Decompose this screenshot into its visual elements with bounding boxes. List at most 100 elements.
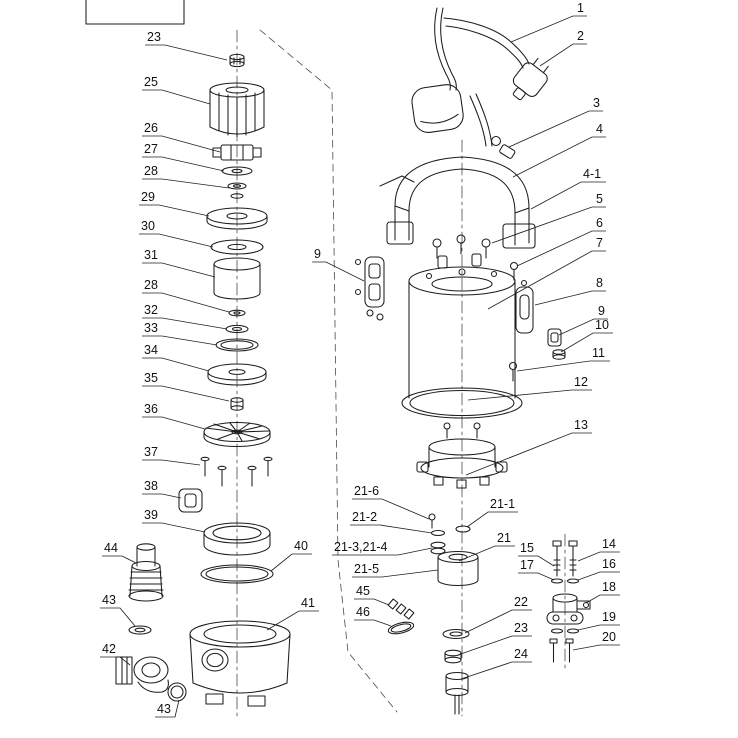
part-label-n21-1: 21-1 <box>490 497 515 511</box>
part-label-n37: 37 <box>144 445 158 459</box>
leader-line-n24 <box>460 661 532 680</box>
part-label-n21-5: 21-5 <box>354 562 379 576</box>
part-label-n9l: 9 <box>314 247 321 261</box>
part-label-n28a: 28 <box>144 164 158 178</box>
part-label-n27: 27 <box>144 142 158 156</box>
part-label-n20: 20 <box>602 630 616 644</box>
leader-line-n29 <box>139 204 210 217</box>
part-21-6-screw <box>428 513 436 529</box>
part-9-clip-right <box>547 328 562 347</box>
part-20-screw-b <box>565 638 574 663</box>
leader-line-n11 <box>516 360 610 372</box>
part-27-washer <box>221 166 253 176</box>
leader-line-n17 <box>518 572 555 581</box>
part-label-n45: 45 <box>356 584 370 598</box>
part-44-hose-adaptor <box>128 543 164 602</box>
part-18-fitting <box>546 593 591 625</box>
part-label-n38: 38 <box>144 479 158 493</box>
part-label-n14: 14 <box>602 537 616 551</box>
part-label-n26: 26 <box>144 121 158 135</box>
part-label-n19: 19 <box>602 610 616 624</box>
leader-line-n4 <box>512 136 606 178</box>
part-21-3-ring <box>430 541 446 549</box>
part-22-washer <box>442 628 470 640</box>
part-label-n28b: 28 <box>144 278 158 292</box>
part-label-n15: 15 <box>520 541 534 555</box>
part-label-n31: 31 <box>144 248 158 262</box>
part-label-n7: 7 <box>596 236 603 250</box>
part-16-screw <box>552 540 562 577</box>
part-3-cable-gland <box>490 135 516 159</box>
leader-line-n30 <box>139 233 214 248</box>
float-switch <box>411 84 464 133</box>
part-20-screw-a <box>549 638 558 663</box>
left-assembly <box>115 53 291 707</box>
right-assembly <box>354 7 591 715</box>
leader-line-n7 <box>487 250 606 310</box>
leader-line-n23t <box>145 44 228 61</box>
part-37-screws <box>200 456 273 487</box>
part-45-screws <box>387 598 415 620</box>
part-label-n40: 40 <box>294 539 308 553</box>
part-label-n44: 44 <box>104 541 118 555</box>
part-label-n21: 21 <box>497 531 511 545</box>
leader-line-n41 <box>266 610 319 631</box>
leader-line-n37 <box>142 459 201 466</box>
part-31-sleeve <box>213 257 261 300</box>
part-23-nut-right <box>444 649 462 664</box>
part-14-screw <box>568 540 578 577</box>
leader-line-n9r <box>558 318 608 336</box>
part-2-plug <box>512 57 549 101</box>
leader-line-n34 <box>142 357 210 372</box>
part-38-bracket <box>178 488 203 513</box>
part-label-n24: 24 <box>514 647 528 661</box>
part-label-n22: 22 <box>514 595 528 609</box>
leader-line-n23r <box>457 635 532 656</box>
part-label-n4: 4 <box>596 122 603 136</box>
part-label-n34: 34 <box>144 343 158 357</box>
leader-line-n21-5 <box>352 569 439 578</box>
part-label-n5: 5 <box>596 192 603 206</box>
leader-line-n4-1 <box>530 181 606 210</box>
part-35-spacer <box>230 397 244 411</box>
part-label-n10: 10 <box>595 318 609 332</box>
leader-line-n5 <box>491 206 606 244</box>
leader-line-n25 <box>142 89 211 105</box>
part-21-2-washer <box>430 529 446 537</box>
leader-line-n43b <box>155 699 180 718</box>
part-label-n11: 11 <box>592 346 605 360</box>
part-29-bearing-plate <box>206 207 268 230</box>
leader-line-n32 <box>142 317 228 330</box>
leader-line-n15 <box>518 555 555 567</box>
part-36-impeller <box>203 421 271 448</box>
part-43-washer-a <box>128 625 152 635</box>
part-43-oring-b <box>167 682 187 702</box>
part-30-gasket <box>210 239 264 255</box>
leader-line-n21-2 <box>350 524 433 534</box>
leader-line-n21-6 <box>352 498 430 520</box>
part-21-4-ring <box>430 547 446 555</box>
part-21-cup <box>437 550 479 587</box>
leader-line-n44 <box>102 555 137 564</box>
part-25-stator <box>209 82 265 138</box>
leader-line-n43a <box>100 607 136 627</box>
part-label-n3: 3 <box>593 96 600 110</box>
part-46-oring <box>387 621 415 635</box>
part-label-n43b: 43 <box>157 702 171 716</box>
leader-line-n2 <box>539 43 587 67</box>
part-39-ring-nut <box>203 522 271 556</box>
leader-line-n18 <box>585 594 620 604</box>
part-12-flange <box>401 387 523 419</box>
part-42-elbow <box>115 656 169 693</box>
part-label-n17: 17 <box>520 558 534 572</box>
part-41-volute-body <box>189 620 291 707</box>
leader-line-n1 <box>510 15 587 43</box>
part-label-n25: 25 <box>144 75 158 89</box>
part-label-n1: 1 <box>577 1 584 15</box>
part-5-screws <box>432 234 491 259</box>
part-10-nut <box>552 349 566 360</box>
part-label-n4-1: 4-1 <box>583 167 601 181</box>
